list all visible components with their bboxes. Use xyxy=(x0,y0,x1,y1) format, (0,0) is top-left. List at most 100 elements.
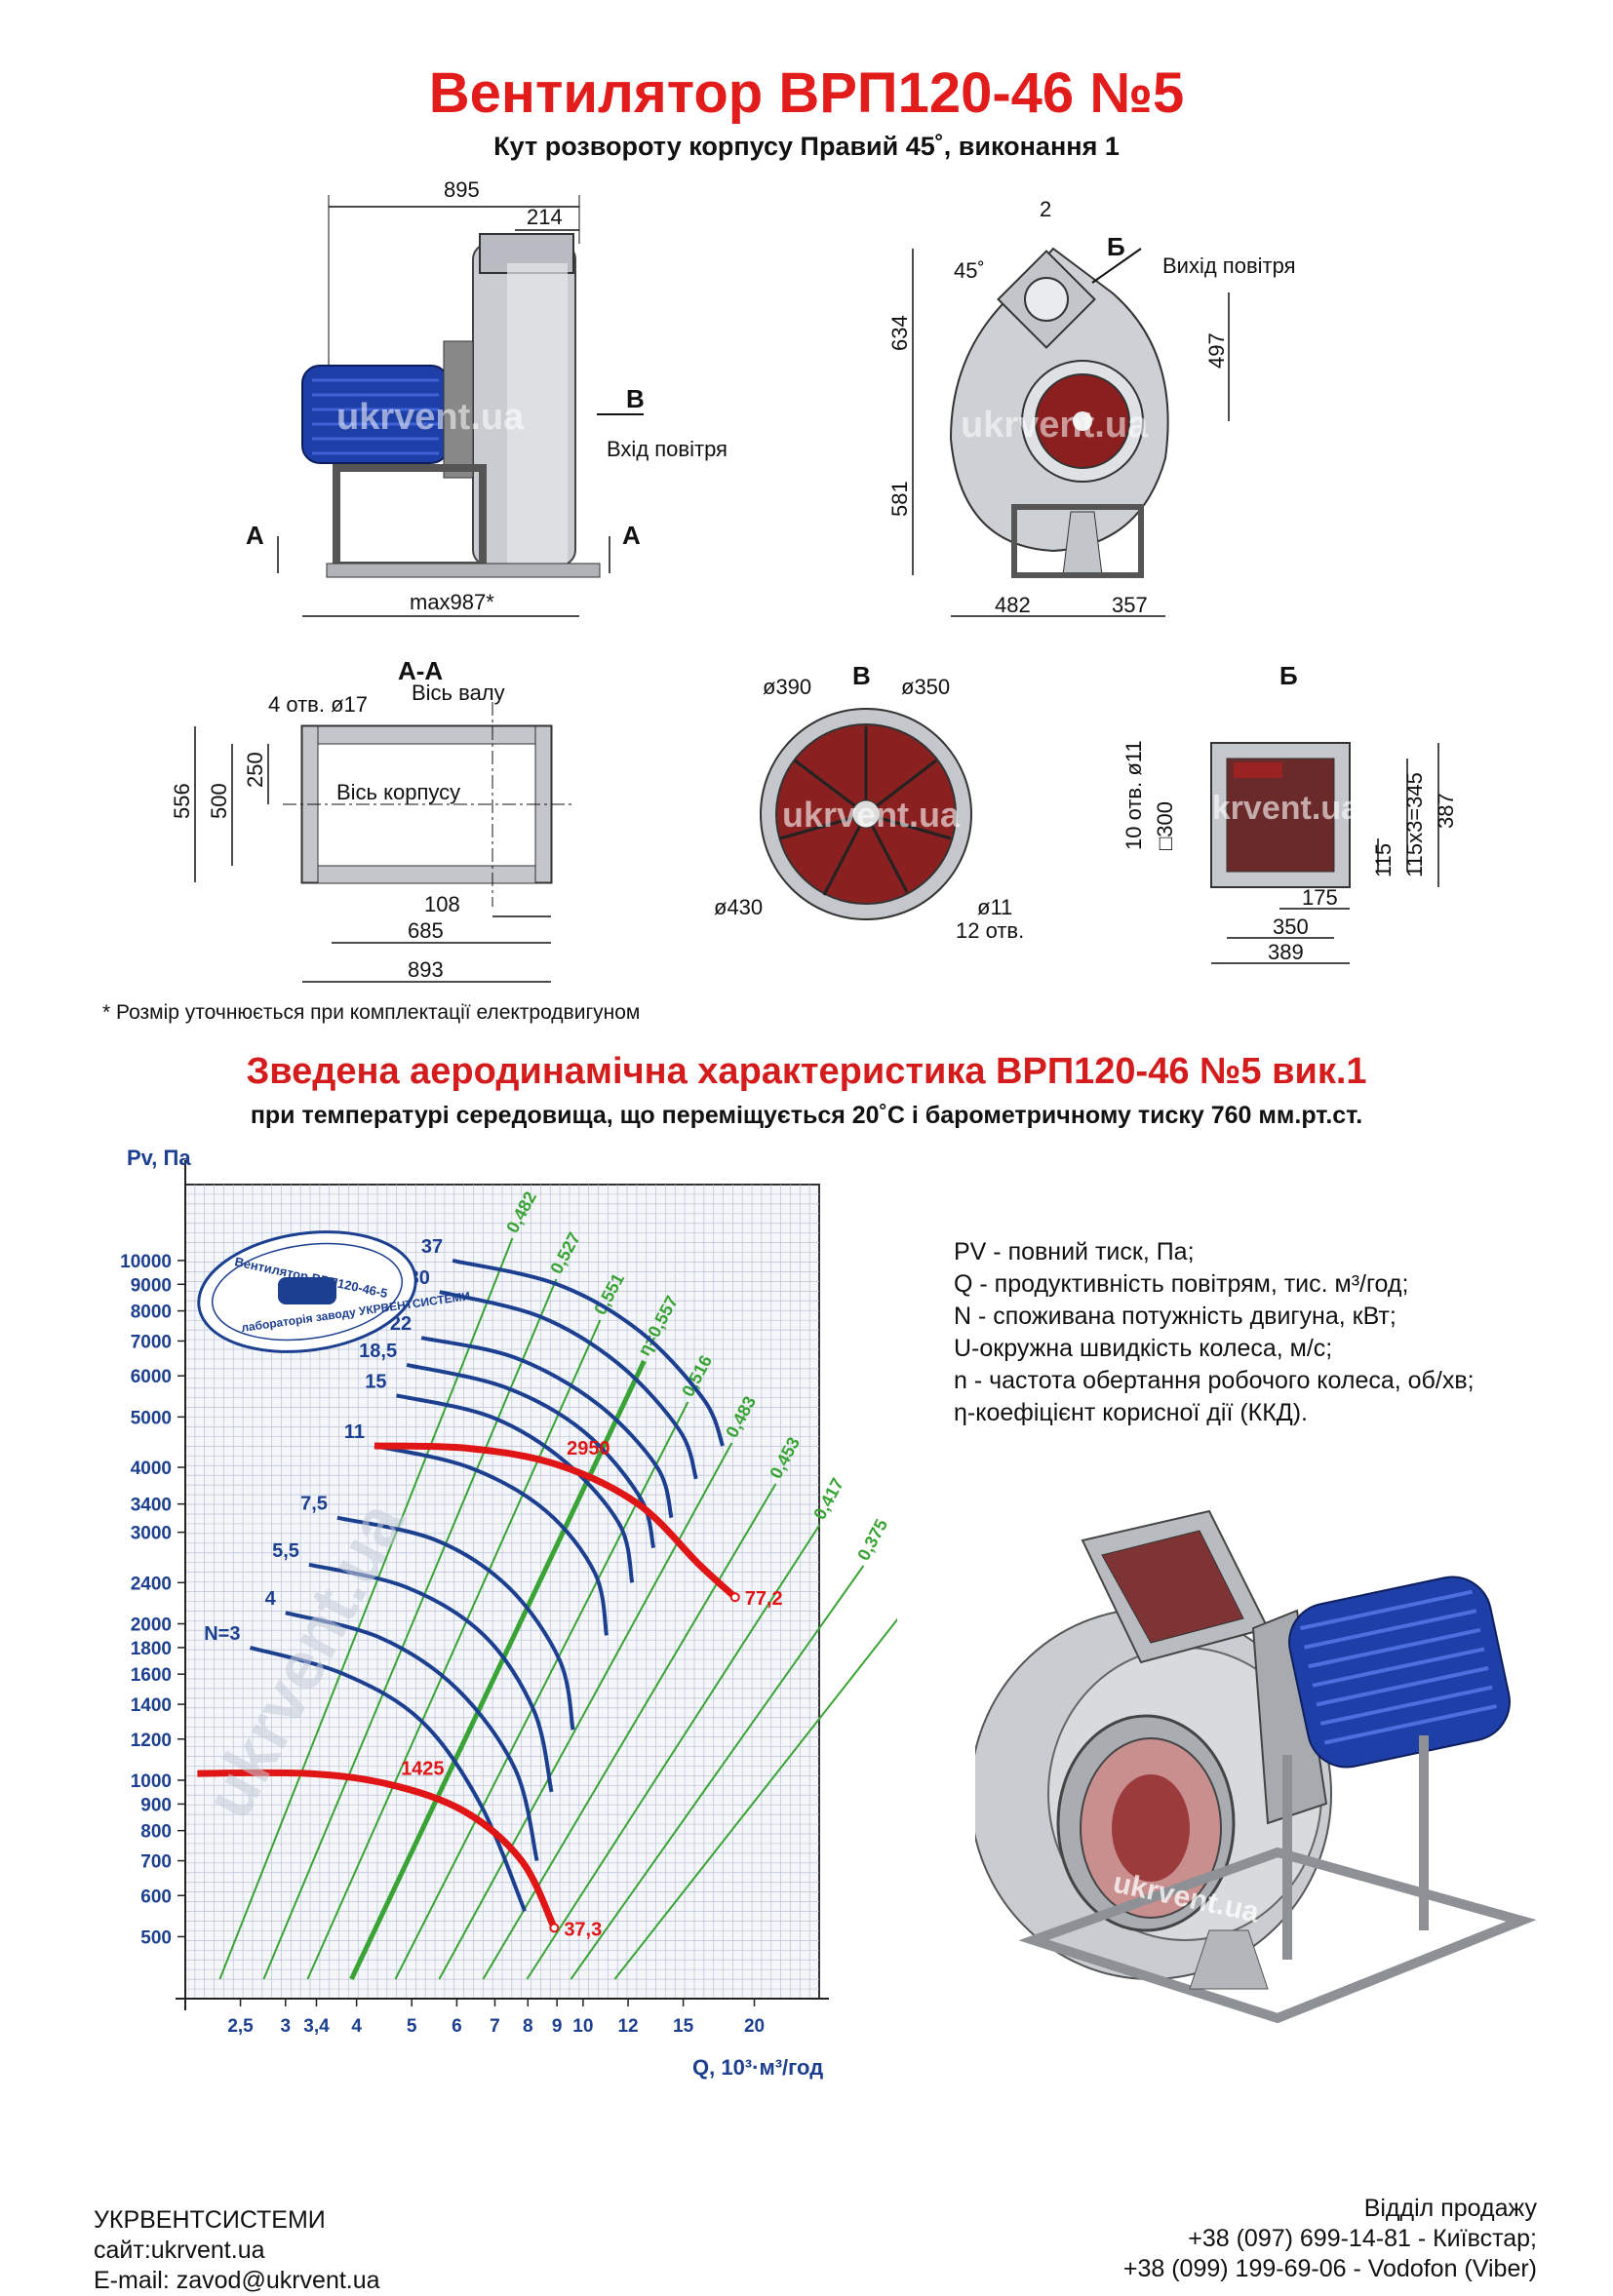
speed-curve xyxy=(197,1769,558,1929)
dim-482: 482 xyxy=(995,593,1031,617)
legend-item: Q - продуктивність повітрям, тис. м³/год… xyxy=(954,1270,1409,1298)
company-name: УКРВЕНТСИСТЕМИ xyxy=(94,2206,326,2234)
section-a-left: А xyxy=(246,521,264,550)
phone-vodafone[interactable]: +38 (099) 199-69-06 - Vodofon (Viber) xyxy=(1122,2255,1537,2282)
watermark: ukrvent.ua xyxy=(1192,790,1360,827)
x-tick-label: 8 xyxy=(523,2016,533,2037)
phone-kyivstar[interactable]: +38 (097) 699-14-81 - Київстар; xyxy=(1188,2225,1537,2252)
stamp-fan-icon xyxy=(278,1277,336,1304)
y-tick-label: 600 xyxy=(140,1887,172,1907)
y-tick-label: 1800 xyxy=(131,1639,172,1659)
y-tick-label: 10000 xyxy=(120,1252,172,1272)
efficiency-line xyxy=(218,1237,514,1980)
y-tick-label: 700 xyxy=(140,1852,172,1873)
y-tick-label: 500 xyxy=(140,1927,172,1948)
y-axis-label: Pv, Па xyxy=(127,1146,191,1170)
y-tick-label: 1200 xyxy=(131,1731,172,1751)
body-axis-label: Вісь корпусу xyxy=(336,780,460,804)
watermark: ukrvent.ua xyxy=(961,405,1149,446)
fan-curve xyxy=(396,1393,635,1583)
fan-curve-label: 37 xyxy=(421,1236,443,1258)
y-tick-label: 2000 xyxy=(131,1615,172,1636)
technical-drawings: 895 214 А А В Вхід повітря max987* ukrve… xyxy=(170,177,1458,983)
view-b: Б 10 отв. ø11 □300 387 115х3=345 115 175… xyxy=(1121,661,1458,964)
x-tick-label: 3,4 xyxy=(303,2016,330,2037)
fan-curve-label: 11 xyxy=(344,1421,365,1443)
view-v-title: В xyxy=(852,661,871,690)
x-tick-label: 10 xyxy=(572,2016,593,2037)
d350: ø350 xyxy=(901,675,950,699)
legend-item: η-коефіцієнт корисної дії (ККД). xyxy=(954,1399,1308,1426)
legend-item: n - частота обертання робочого колеса, о… xyxy=(954,1367,1475,1394)
email-link[interactable]: E-mail: zavod@ukrvent.ua xyxy=(94,2267,380,2294)
x-tick-label: 6 xyxy=(452,2016,462,2037)
sq300: □300 xyxy=(1153,801,1177,850)
y-tick-label: 6000 xyxy=(131,1367,172,1387)
efficiency-line xyxy=(482,1483,777,1980)
legend-item: PV - повний тиск, Па; xyxy=(954,1238,1195,1265)
speed-label: 2950 xyxy=(567,1438,610,1459)
dim-893: 893 xyxy=(408,957,444,982)
efficiency-line xyxy=(438,1442,733,1980)
efficiency-line xyxy=(349,1359,647,1981)
holes-label: 4 отв. ø17 xyxy=(268,692,368,717)
fan-curve-label: 4 xyxy=(265,1588,277,1610)
efficiency-line xyxy=(306,1319,602,1980)
footer-contacts: УКРВЕНТСИСТЕМИ сайт:ukrvent.ua E-mail: z… xyxy=(94,2205,380,2296)
dim-108: 108 xyxy=(424,892,460,916)
d430: ø430 xyxy=(714,895,763,919)
fan-curve-label: 7,5 xyxy=(300,1494,328,1515)
dim-2: 2 xyxy=(1040,197,1051,221)
y-tick-label: 5000 xyxy=(131,1408,172,1428)
fan-curve xyxy=(439,1290,698,1480)
y-tick-label: 8000 xyxy=(131,1303,172,1323)
dim-175: 175 xyxy=(1302,885,1338,910)
dim-214: 214 xyxy=(527,205,563,229)
fan-curve xyxy=(308,1562,554,1793)
fan-curve xyxy=(374,1444,609,1636)
section-aa: А-А 4 отв. ø17 Вісь валу Вісь корпусу 55… xyxy=(170,656,575,983)
dim-115x3: 115х3=345 xyxy=(1402,772,1427,877)
site-link[interactable]: сайт:ukrvent.ua xyxy=(94,2237,265,2264)
view-v: В ø390 ø350 ø430 ø11 12 отв. ukrvent.ua xyxy=(714,661,1024,943)
dim-634: 634 xyxy=(887,315,912,351)
efficiency-label: 0,375 xyxy=(853,1516,891,1564)
speed-end-label: 37,3 xyxy=(564,1919,602,1940)
x-tick-label: 20 xyxy=(744,2016,765,2037)
fan-curve-label: N=3 xyxy=(204,1623,240,1645)
aerodynamic-chart: 5006007008009001000120014001600180020002… xyxy=(120,1146,897,2080)
page-title: Вентилятор ВРП120-46 №5 xyxy=(428,61,1185,125)
y-tick-label: 1000 xyxy=(131,1771,172,1792)
y-tick-label: 2400 xyxy=(131,1574,172,1594)
dim-350: 350 xyxy=(1273,915,1309,939)
dim-500: 500 xyxy=(207,783,231,819)
front-view: 2 45˚ Б Вихід повітря 634 581 497 482 35… xyxy=(887,197,1296,617)
d11: ø11 xyxy=(977,895,1012,919)
speed-label: 1425 xyxy=(401,1759,445,1780)
y-tick-label: 4000 xyxy=(131,1459,172,1479)
speed-end-point xyxy=(729,1592,740,1603)
dim-895: 895 xyxy=(444,177,480,202)
fan-curve xyxy=(420,1336,674,1519)
dim-497: 497 xyxy=(1204,332,1229,369)
holes-10: 10 отв. ø11 xyxy=(1121,740,1146,850)
d390: ø390 xyxy=(763,675,811,699)
x-tick-label: 9 xyxy=(552,2016,563,2037)
fan-curve-label: 18,5 xyxy=(359,1341,397,1362)
angle-45: 45˚ xyxy=(954,258,985,283)
section-aa-title: А-А xyxy=(398,656,443,685)
outlet-marker: Б xyxy=(1107,232,1125,261)
watermark: ukrvent.ua xyxy=(336,397,525,438)
view-b-title: Б xyxy=(1279,661,1298,690)
inlet-marker: В xyxy=(626,384,645,413)
side-view: 895 214 А А В Вхід повітря max987* ukrve… xyxy=(246,177,728,617)
efficiency-line xyxy=(526,1524,821,1980)
sales-title: Відділ продажу xyxy=(1363,2195,1537,2222)
efficiency-line xyxy=(262,1278,558,1980)
dim-556: 556 xyxy=(170,783,194,819)
x-tick-label: 15 xyxy=(673,2016,694,2037)
legend-item: U-окружна швидкість колеса, м/с; xyxy=(954,1335,1333,1362)
fan-3d-illustration: ukrvent.ua xyxy=(975,1509,1537,2024)
dim-581: 581 xyxy=(887,481,912,517)
y-tick-label: 3000 xyxy=(131,1524,172,1544)
